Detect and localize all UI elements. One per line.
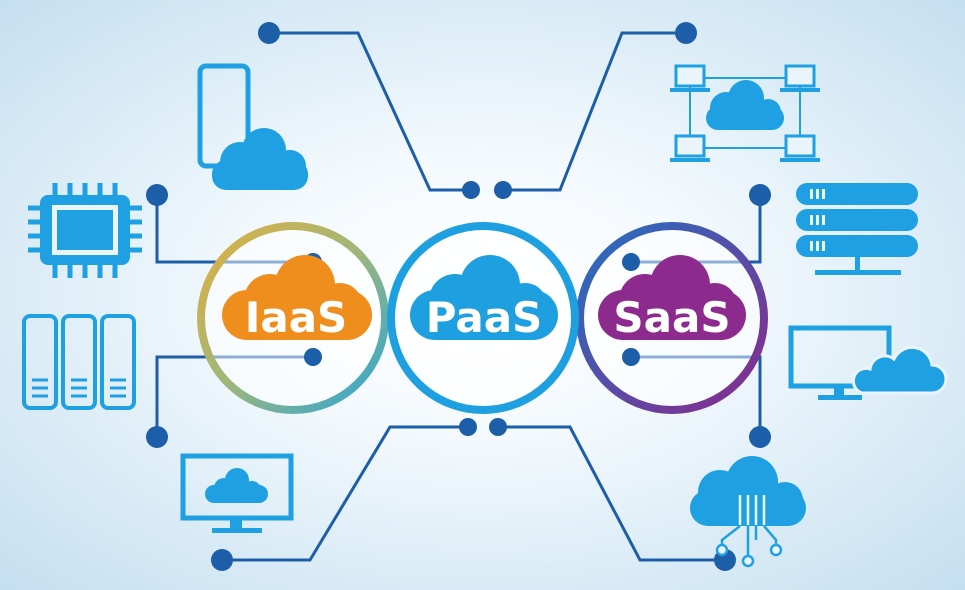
iaas-label: IaaS	[245, 293, 348, 342]
cloud-circuit-icon	[690, 456, 806, 568]
connector-dots	[146, 22, 771, 571]
phone-cloud-icon	[197, 63, 308, 190]
network-cloud-icon	[670, 64, 820, 162]
iaas-cloud	[222, 255, 372, 340]
monitor-cloud-icon	[180, 453, 294, 533]
server-rack-icon	[796, 183, 918, 275]
saas-cloud	[598, 255, 746, 340]
desktop-cloud-icon	[788, 325, 948, 400]
paas-cloud	[410, 255, 558, 340]
paas-label: PaaS	[426, 293, 543, 342]
server-towers-icon	[22, 314, 136, 410]
chip-icon	[28, 183, 142, 278]
saas-label: SaaS	[613, 293, 730, 342]
connector-lines	[155, 31, 762, 562]
